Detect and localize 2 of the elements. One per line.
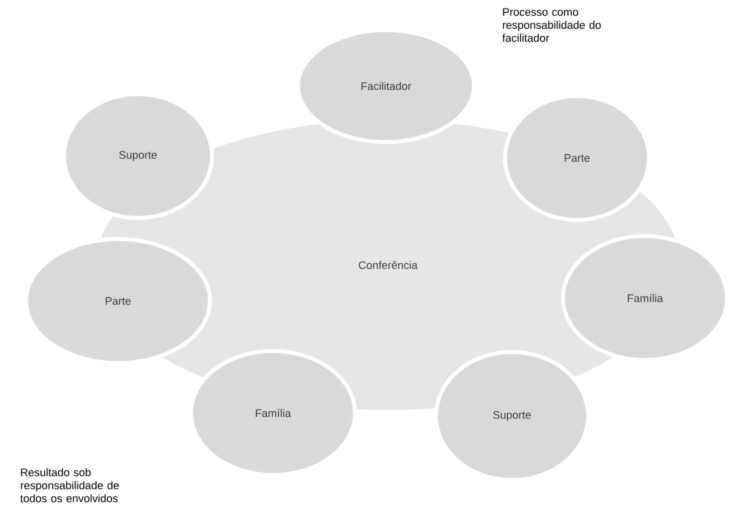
- note-text: Resultado sob responsabilidade de todos os envolvidos: [20, 468, 119, 502]
- note-text: Processo como responsabilidade do facilitador: [502, 8, 601, 42]
